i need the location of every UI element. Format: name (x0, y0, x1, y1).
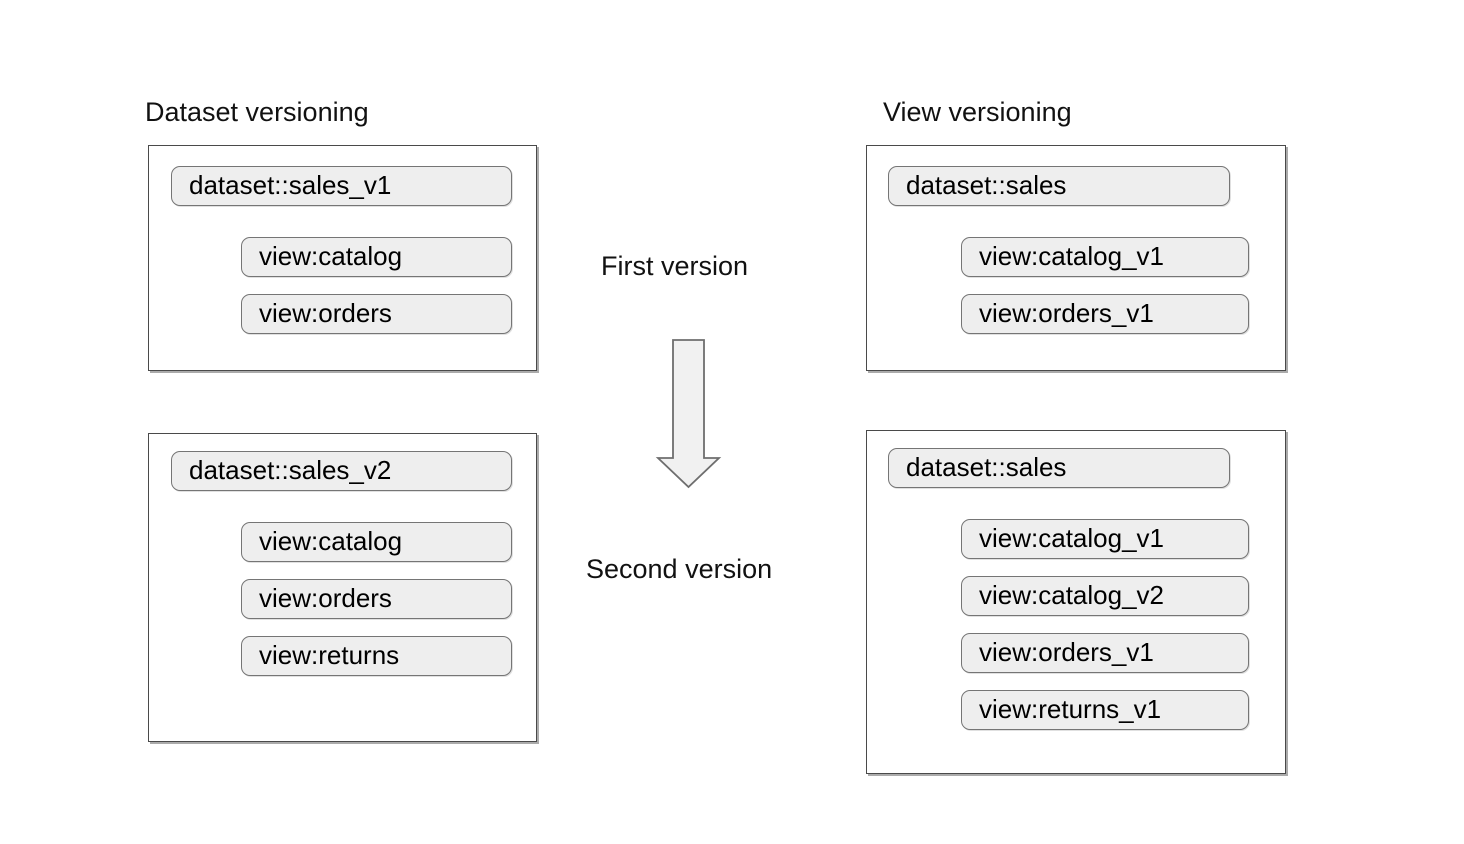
second-version-label: Second version (586, 554, 773, 584)
dataset-pill: dataset::sales (888, 166, 1230, 206)
down-arrow-icon (655, 339, 722, 489)
view-pill: view:catalog_v2 (961, 576, 1249, 616)
view-pill: view:returns_v1 (961, 690, 1249, 730)
view-pill: view:catalog (241, 237, 512, 277)
dataset-pill: dataset::sales_v2 (171, 451, 512, 491)
view-pill: view:orders_v1 (961, 633, 1249, 673)
view-pill: view:returns (241, 636, 512, 676)
view-pill: view:catalog_v1 (961, 519, 1249, 559)
view-pill: view:orders_v1 (961, 294, 1249, 334)
view-pill: view:orders (241, 294, 512, 334)
dataset-versioning-title: Dataset versioning (145, 97, 369, 127)
first-version-label: First version (601, 251, 749, 281)
view-pill: view:orders (241, 579, 512, 619)
view-pill: view:catalog (241, 522, 512, 562)
view-pill: view:catalog_v1 (961, 237, 1249, 277)
dataset-pill: dataset::sales_v1 (171, 166, 512, 206)
view-versioning-title: View versioning (883, 97, 1072, 127)
dataset-pill: dataset::sales (888, 448, 1230, 488)
